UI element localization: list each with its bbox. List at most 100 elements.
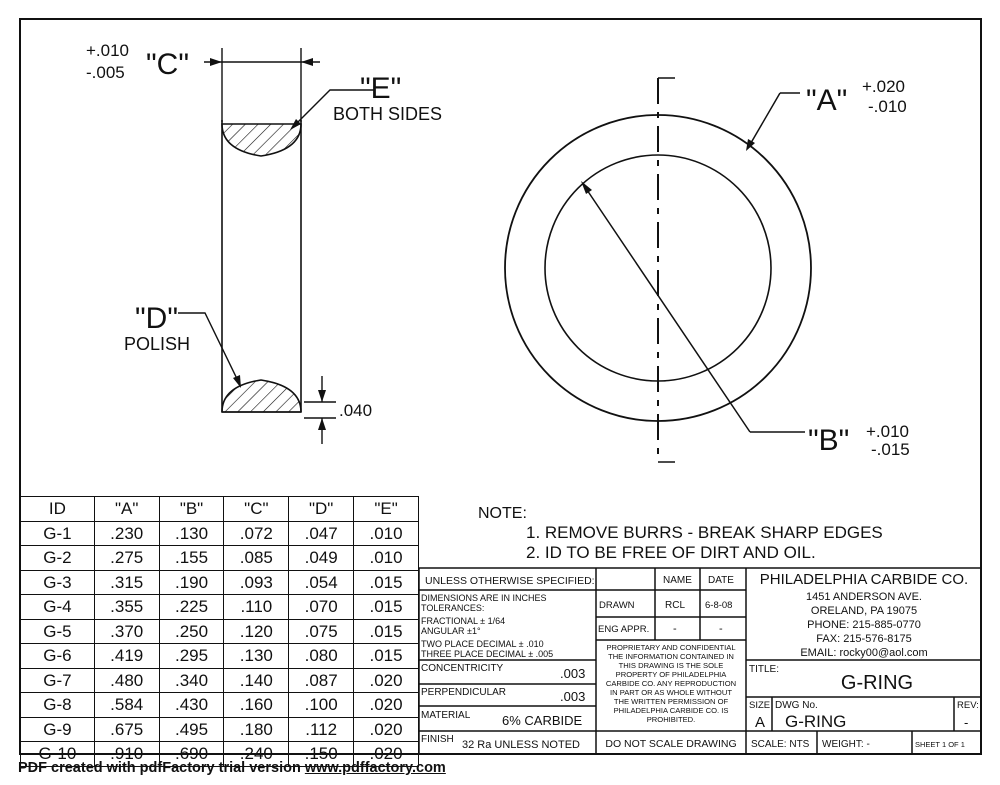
b-tolerance-minus: -.015 [871, 440, 910, 459]
tb-dims-inches: DIMENSIONS ARE IN INCHES [421, 593, 547, 603]
tb-address1: 1451 ANDERSON AVE. [806, 591, 922, 603]
chamfer-dimension: .040 [339, 401, 372, 420]
table-cell: .072 [223, 520, 290, 546]
svg-text:PROHIBITED.: PROHIBITED. [647, 715, 696, 724]
table-cell: .049 [288, 545, 355, 571]
table-cell: .430 [158, 692, 225, 718]
table-cell: G-7 [20, 667, 95, 693]
table-cell: G-5 [20, 618, 95, 644]
table-header-row: ID "A" "B" "C" "D" "E" [20, 496, 419, 522]
tb-eng-date: - [719, 623, 723, 635]
tb-angular: ANGULAR ±1° [421, 626, 481, 636]
tb-concentricity-label: CONCENTRICITY [421, 663, 504, 674]
c-label: "C" [146, 48, 189, 81]
table-cell: .160 [223, 692, 290, 718]
e-label: "E" [360, 72, 401, 105]
d-note: POLISH [124, 334, 190, 354]
a-tolerance-plus: +.020 [862, 77, 905, 96]
table-cell: .495 [158, 716, 225, 742]
svg-text:PROPERTY OF PHILADELPHIA: PROPERTY OF PHILADELPHIA [616, 670, 728, 679]
table-cell: .020 [353, 716, 419, 742]
tb-proprietary: PROPRIETARY AND CONFIDENTIAL THE INFORMA… [606, 643, 736, 724]
tb-perpendicular-value: .003 [560, 689, 585, 704]
table-row: G-6 .419 .295 .130 .080 .015 [20, 643, 419, 669]
notes-heading: NOTE: [478, 505, 527, 522]
b-diameter-line [582, 183, 751, 433]
svg-text:PROPRIETARY AND CONFIDENTIAL: PROPRIETARY AND CONFIDENTIAL [606, 643, 735, 652]
tb-do-not-scale: DO NOT SCALE DRAWING [605, 738, 736, 750]
table-header-cell: "A" [93, 496, 160, 522]
table-cell: G-4 [20, 594, 95, 620]
tb-two-place: TWO PLACE DECIMAL ± .010 [421, 639, 544, 649]
tb-rev-value: - [964, 715, 968, 730]
table-row: G-10 .910 .690 .240 .150 .020 [20, 741, 419, 767]
table-cell: .080 [288, 643, 355, 669]
tb-finish-label: FINISH [421, 734, 454, 745]
table-row: G-8 .584 .430 .160 .100 .020 [20, 692, 419, 718]
table-header-cell: "C" [223, 496, 290, 522]
note-1: 1. REMOVE BURRS - BREAK SHARP EDGES [526, 523, 883, 542]
tb-dwg-label: DWG No. [775, 700, 818, 711]
c-tolerance-plus: +.010 [86, 41, 129, 60]
tb-name-header: NAME [663, 575, 692, 586]
table-row: G-7 .480 .340 .140 .087 .020 [20, 667, 419, 693]
e-note: BOTH SIDES [333, 104, 442, 124]
table-cell: .015 [353, 618, 419, 644]
table-cell: .190 [158, 569, 225, 595]
tb-drawn-label: DRAWN [599, 600, 635, 611]
b-label: "B" [808, 424, 849, 457]
table-cell: .010 [353, 520, 419, 546]
footer-text: PDF created with pdfFactory trial versio… [18, 760, 305, 776]
table-header-cell: "B" [158, 496, 225, 522]
table-header-cell: "D" [288, 496, 355, 522]
ring-section-view [178, 48, 375, 444]
table-cell: G-8 [20, 692, 95, 718]
table-cell: .010 [353, 545, 419, 571]
tb-drawn-date: 6-8-08 [705, 600, 732, 611]
table-cell: .240 [223, 741, 290, 767]
svg-text:THE WRITTEN PERMISSION OF: THE WRITTEN PERMISSION OF [614, 697, 729, 706]
tb-company: PHILADELPHIA CARBIDE CO. [760, 571, 968, 588]
tb-unless: UNLESS OTHERWISE SPECIFIED: [425, 575, 595, 587]
table-cell: .100 [288, 692, 355, 718]
table-row: G-3 .315 .190 .093 .054 .015 [20, 569, 419, 595]
table-cell: .015 [353, 594, 419, 620]
table-cell: .140 [223, 667, 290, 693]
a-tolerance-minus: -.010 [868, 97, 907, 116]
c-tolerance-minus: -.005 [86, 63, 125, 82]
tb-weight: WEIGHT: - [822, 739, 870, 750]
table-cell: .150 [288, 741, 355, 767]
a-label: "A" [806, 84, 847, 117]
table-cell: .250 [158, 618, 225, 644]
table-cell: .340 [158, 667, 225, 693]
table-cell: .155 [158, 545, 225, 571]
pdffactory-link[interactable]: www.pdffactory.com [304, 760, 446, 776]
table-cell: .020 [353, 667, 419, 693]
table-cell: .047 [288, 520, 355, 546]
table-row: G-5 .370 .250 .120 .075 .015 [20, 618, 419, 644]
tb-eng-name: - [673, 623, 677, 635]
tb-size-value: A [755, 714, 765, 731]
table-cell: G-1 [20, 520, 95, 546]
b-tolerance-plus: +.010 [866, 422, 909, 441]
table-row: G-4 .355 .225 .110 .070 .015 [20, 594, 419, 620]
tb-finish-value: 32 Ra UNLESS NOTED [462, 739, 580, 751]
note-2: 2. ID TO BE FREE OF DIRT AND OIL. [526, 543, 816, 562]
tb-phone: PHONE: 215-885-0770 [807, 619, 921, 631]
tb-address2: ORELAND, PA 19075 [811, 605, 917, 617]
table-cell: .093 [223, 569, 290, 595]
table-cell: G-9 [20, 716, 95, 742]
bottom-section-hatch [221, 379, 302, 413]
tb-tolerances: TOLERANCES: [421, 603, 484, 613]
tb-drawn-name: RCL [665, 600, 685, 611]
table-cell: G-2 [20, 545, 95, 571]
tb-material-value: 6% CARBIDE [502, 713, 583, 728]
table-cell: G-3 [20, 569, 95, 595]
table-row: G-9 .675 .495 .180 .112 .020 [20, 716, 419, 742]
table-cell: .112 [288, 716, 355, 742]
tb-eng-label: ENG APPR. [598, 624, 649, 635]
table-cell: .675 [93, 716, 160, 742]
tb-material-label: MATERIAL [421, 710, 471, 721]
table-cell: .419 [93, 643, 160, 669]
title-block [418, 567, 981, 754]
